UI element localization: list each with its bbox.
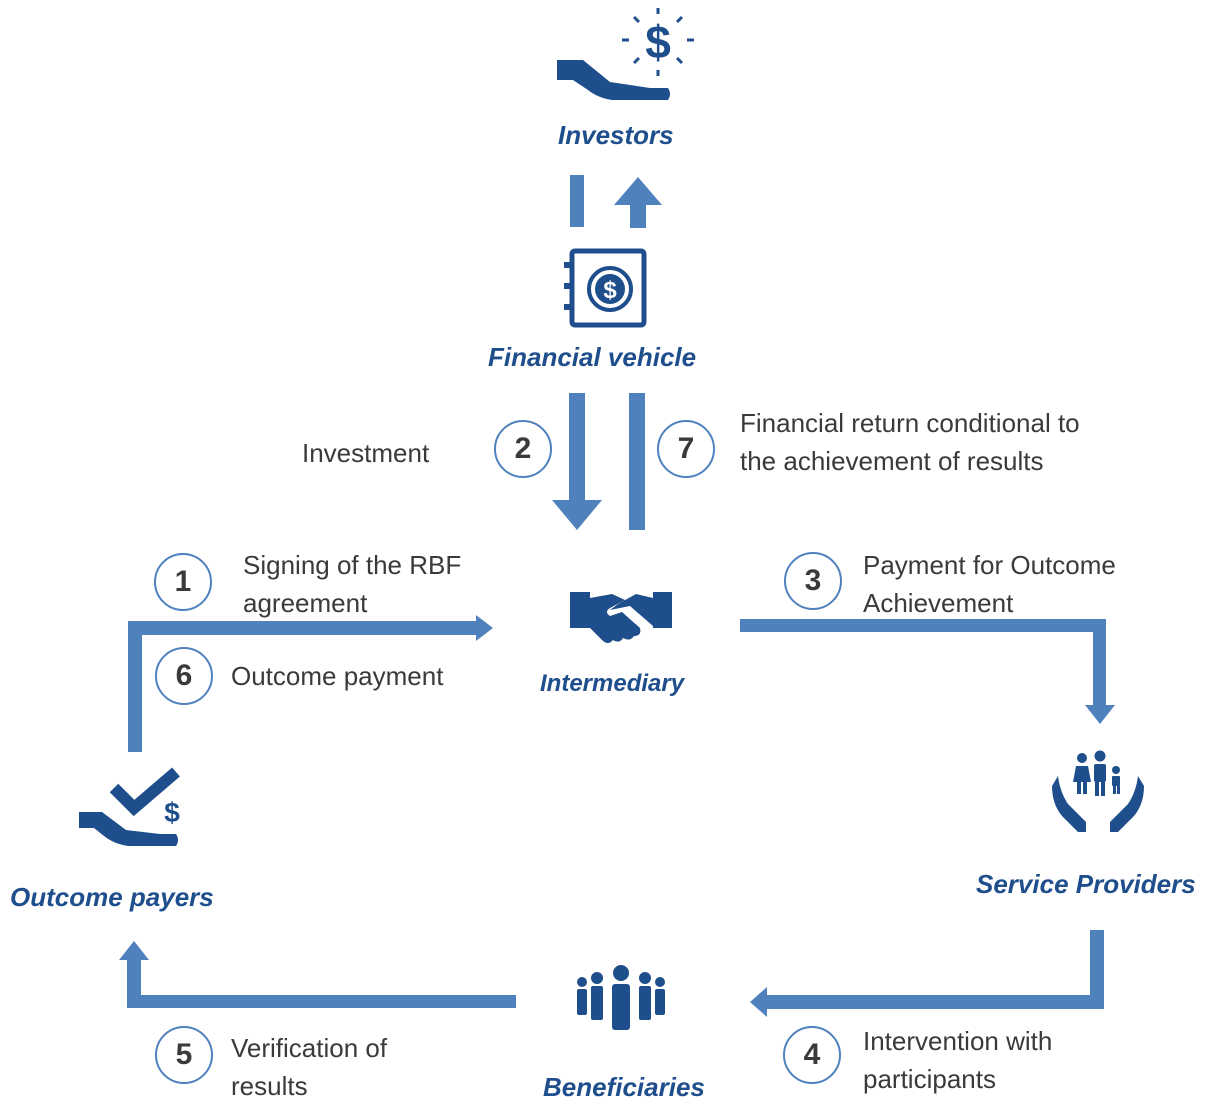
investment-arrow-shaft <box>569 393 585 503</box>
payers-to-intermediary-head <box>476 615 493 641</box>
payers-to-intermediary-shaft <box>128 621 478 635</box>
step-7-badge: 7 <box>657 420 715 478</box>
providers-to-beneficiaries-shaft <box>765 995 1104 1009</box>
hands-family-icon <box>1052 750 1144 832</box>
hand-dollar-icon: $ <box>557 8 694 100</box>
providers-down-head <box>1085 705 1115 724</box>
step-1-line-1: Signing of the RBF <box>243 550 462 580</box>
investors-up-arrow-shaft <box>630 203 646 228</box>
step-4-badge: 4 <box>783 1026 841 1084</box>
service-providers-label: Service Providers <box>976 869 1196 899</box>
step-6-text: Outcome payment <box>231 657 443 695</box>
step-3-badge: 3 <box>784 552 842 610</box>
step-5-line-1: Verification of <box>231 1033 388 1063</box>
step-7-line-1: Financial return conditional to <box>740 408 1080 438</box>
providers-down-connector <box>1093 619 1106 707</box>
step-1-line-2: agreement <box>243 588 368 618</box>
payers-up-connector <box>128 625 142 752</box>
investment-arrow-head <box>552 500 602 530</box>
beneficiaries-label: Beneficiaries <box>543 1072 705 1102</box>
step-6-line-1: Outcome payment <box>231 661 444 691</box>
investors-label: Investors <box>558 120 674 150</box>
svg-text:$: $ <box>164 797 180 828</box>
payers-up-head <box>119 941 149 960</box>
svg-text:$: $ <box>603 277 617 304</box>
step-2-text: Investment <box>302 434 429 472</box>
outcome-payers-label: Outcome payers <box>10 882 214 912</box>
handshake-icon <box>570 592 672 643</box>
hand-check-dollar-icon: $ <box>79 767 180 846</box>
step-7-line-2: the achievement of results <box>740 446 1044 476</box>
step-4-text: Intervention with participants <box>863 1022 1052 1098</box>
svg-text:$: $ <box>645 16 671 68</box>
step-5-line-2: results <box>231 1071 308 1101</box>
step-7-text: Financial return conditional to the achi… <box>740 404 1080 480</box>
step-3-line-1: Payment for Outcome <box>863 550 1116 580</box>
step-3-text: Payment for Outcome Achievement <box>863 546 1116 622</box>
investors-up-arrow-head <box>614 177 662 205</box>
step-4-line-1: Intervention with <box>863 1026 1053 1056</box>
intermediary-to-providers-shaft <box>740 619 1106 632</box>
step-3-line-2: Achievement <box>863 588 1014 618</box>
return-arrow-bar <box>629 393 645 530</box>
providers-down-line <box>1090 930 1104 1009</box>
step-1-text: Signing of the RBF agreement <box>243 546 461 622</box>
intermediary-label: Intermediary <box>540 670 685 697</box>
financial-vehicle-label: Financial vehicle <box>488 342 697 372</box>
providers-to-beneficiaries-head <box>750 987 767 1017</box>
step-5-text: Verification of results <box>231 1029 387 1105</box>
payers-up-line <box>127 958 141 1008</box>
step-2-badge: 2 <box>494 420 552 478</box>
step-5-badge: 5 <box>155 1026 213 1084</box>
group-people-icon <box>577 965 665 1030</box>
step-6-badge: 6 <box>155 647 213 705</box>
step-4-line-2: participants <box>863 1064 996 1094</box>
step-2-line-1: Investment <box>302 438 430 468</box>
beneficiaries-to-payers-shaft <box>127 995 516 1008</box>
safe-dollar-icon: $ <box>564 248 647 328</box>
step-1-badge: 1 <box>154 553 212 611</box>
vehicle-to-investors-bar <box>570 175 584 227</box>
